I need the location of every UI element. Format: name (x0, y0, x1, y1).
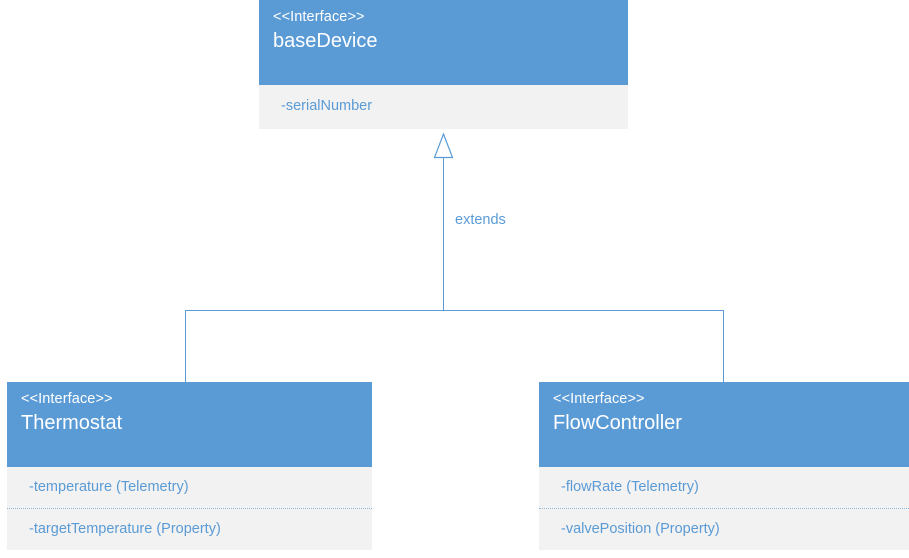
uml-class-name-basedevice: baseDevice (273, 30, 378, 52)
uml-class-body-flowcontroller: -flowRate (Telemetry) -valvePosition (Pr… (539, 467, 909, 550)
uml-class-name-flowcontroller: FlowController (553, 412, 682, 434)
uml-attribute: -temperature (Telemetry) (29, 479, 189, 495)
uml-class-thermostat[interactable]: <<Interface>> Thermostat -temperature (T… (7, 382, 372, 550)
connector-drop-thermostat (185, 310, 186, 382)
uml-class-name-thermostat: Thermostat (21, 412, 123, 434)
uml-attribute: -targetTemperature (Property) (7, 508, 372, 550)
uml-stereotype-basedevice: <<Interface>> (273, 9, 365, 25)
edge-label-extends: extends (455, 212, 506, 228)
uml-attribute: -serialNumber (281, 98, 373, 114)
uml-stereotype-flowcontroller: <<Interface>> (553, 391, 645, 407)
uml-class-header-basedevice: <<Interface>> baseDevice (259, 0, 628, 85)
uml-class-header-flowcontroller: <<Interface>> FlowController (539, 382, 909, 467)
generalization-arrow-icon (433, 132, 454, 159)
uml-attribute: -flowRate (Telemetry) (561, 479, 699, 495)
connector-drop-flowcontroller (723, 310, 724, 382)
uml-class-body-thermostat: -temperature (Telemetry) -targetTemperat… (7, 467, 372, 550)
connector-trunk (443, 158, 444, 311)
uml-attribute: -valvePosition (Property) (539, 508, 909, 550)
uml-class-header-thermostat: <<Interface>> Thermostat (7, 382, 372, 467)
uml-class-body-basedevice: -serialNumber (259, 85, 628, 129)
connector-bus (185, 310, 724, 311)
uml-class-flowcontroller[interactable]: <<Interface>> FlowController -flowRate (… (539, 382, 909, 550)
uml-class-basedevice[interactable]: <<Interface>> baseDevice -serialNumber (259, 0, 628, 129)
uml-stereotype-thermostat: <<Interface>> (21, 391, 113, 407)
